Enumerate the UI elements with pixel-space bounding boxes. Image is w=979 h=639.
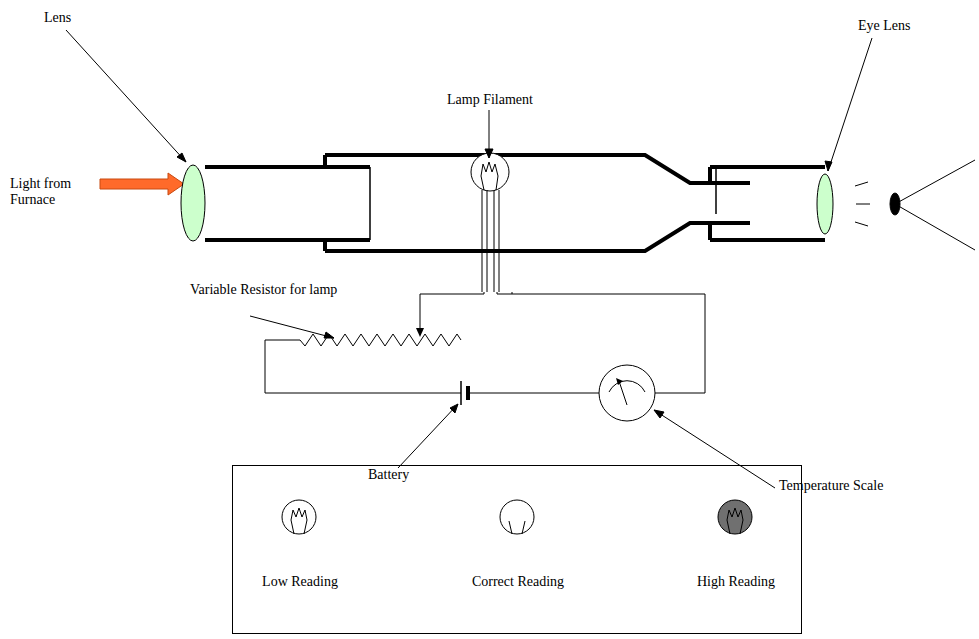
legend-caption: Correct Reading xyxy=(472,574,564,590)
lamp xyxy=(471,153,509,292)
meter-symbol xyxy=(599,365,655,421)
legend-caption: Low Reading xyxy=(262,574,338,590)
part-label: Battery xyxy=(368,467,438,483)
part-label: Variable Resistor for lamp xyxy=(190,282,355,298)
part-label: Lens xyxy=(44,10,104,26)
objective-tube xyxy=(205,167,370,240)
part-label: Temperature Scale xyxy=(779,478,919,494)
battery-symbol xyxy=(461,381,468,405)
eyepiece-tube xyxy=(710,167,825,240)
tube-stop xyxy=(369,167,371,240)
part-label: Light from Furnace xyxy=(10,176,90,208)
legend-caption: High Reading xyxy=(697,574,775,590)
leader-lines xyxy=(66,30,872,488)
leader-heads xyxy=(177,149,832,418)
eye xyxy=(855,160,975,250)
light-arrow xyxy=(100,173,184,195)
eye-lens xyxy=(817,174,833,234)
part-label: Eye Lens xyxy=(858,18,938,34)
legend-icons xyxy=(282,500,752,534)
wiper-arrow xyxy=(416,328,424,337)
main-tube xyxy=(325,155,750,251)
part-label: Lamp Filament xyxy=(430,92,550,108)
objective-lens xyxy=(181,165,205,241)
eyepiece-stop xyxy=(715,169,717,214)
legend-panel: Low Reading Correct Reading High Reading xyxy=(232,465,802,634)
